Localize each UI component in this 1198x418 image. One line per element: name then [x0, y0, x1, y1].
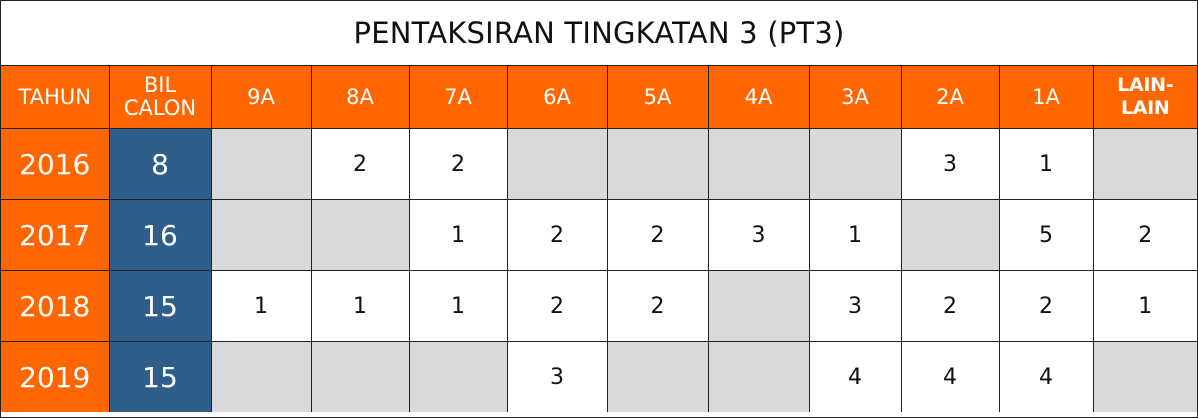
- empty-grade-cell: [1092, 128, 1197, 200]
- grade-count-cell: 2: [506, 199, 608, 271]
- grade-count-cell: 1: [998, 128, 1094, 200]
- grade-count-cell: 3: [506, 341, 608, 412]
- grade-count-cell: 1: [1092, 270, 1197, 342]
- header-grade: 1A: [998, 66, 1094, 129]
- year-cell: 2016: [1, 128, 110, 200]
- empty-grade-cell: [210, 199, 312, 271]
- header-grade: 6A: [506, 66, 608, 129]
- grade-count-cell: 3: [900, 128, 1000, 200]
- grade-count-cell: 1: [210, 270, 312, 342]
- empty-grade-cell: [808, 128, 902, 200]
- header-grade: 5A: [606, 66, 709, 129]
- grade-count-cell: 1: [408, 270, 508, 342]
- candidates-cell: 15: [108, 341, 212, 412]
- grade-count-cell: 1: [310, 270, 410, 342]
- year-cell: 2019: [1, 341, 110, 412]
- grade-count-cell: 2: [310, 128, 410, 200]
- year-cell: 2018: [1, 270, 110, 342]
- grade-count-cell: 3: [808, 270, 902, 342]
- header-grade: 3A: [808, 66, 902, 129]
- grade-count-cell: 2: [1092, 199, 1197, 271]
- header-grade: 7A: [408, 66, 508, 129]
- year-cell: 2017: [1, 199, 110, 271]
- grade-count-cell: 3: [707, 199, 810, 271]
- empty-grade-cell: [408, 341, 508, 412]
- header-grade: 2A: [900, 66, 1000, 129]
- results-table: TAHUN BIL CALON 9A 8A 7A 6A 5A 4A 3A 2A …: [1, 66, 1197, 412]
- grade-count-cell: 4: [900, 341, 1000, 412]
- candidates-cell: 16: [108, 199, 212, 271]
- header-year: TAHUN: [1, 66, 110, 129]
- empty-grade-cell: [310, 199, 410, 271]
- grade-count-cell: 2: [606, 199, 709, 271]
- empty-grade-cell: [506, 128, 608, 200]
- header-grade: 8A: [310, 66, 410, 129]
- empty-grade-cell: [707, 128, 810, 200]
- grade-count-cell: 4: [998, 341, 1094, 412]
- header-row: TAHUN BIL CALON 9A 8A 7A 6A 5A 4A 3A 2A …: [1, 66, 1197, 129]
- grade-count-cell: 2: [606, 270, 709, 342]
- grade-count-cell: 4: [808, 341, 902, 412]
- empty-grade-cell: [1092, 341, 1197, 412]
- grade-count-cell: 2: [900, 270, 1000, 342]
- grade-count-cell: 2: [506, 270, 608, 342]
- header-grade: 9A: [210, 66, 312, 129]
- grade-count-cell: 1: [408, 199, 508, 271]
- grade-count-cell: 1: [808, 199, 902, 271]
- header-candidates: BIL CALON: [108, 66, 212, 129]
- candidates-cell: 15: [108, 270, 212, 342]
- empty-grade-cell: [210, 341, 312, 412]
- table-title: PENTAKSIRAN TINGKATAN 3 (PT3): [1, 1, 1197, 66]
- header-candidates-line1: BIL: [143, 73, 177, 97]
- empty-grade-cell: [210, 128, 312, 200]
- grade-count-cell: 2: [998, 270, 1094, 342]
- empty-grade-cell: [900, 199, 1000, 271]
- empty-grade-cell: [707, 341, 810, 412]
- header-grade: 4A: [707, 66, 810, 129]
- empty-grade-cell: [310, 341, 410, 412]
- empty-grade-cell: [707, 270, 810, 342]
- grade-count-cell: 5: [998, 199, 1094, 271]
- empty-grade-cell: [606, 341, 709, 412]
- header-candidates-line2: CALON: [123, 96, 197, 120]
- header-grade: LAIN-LAIN: [1092, 66, 1197, 129]
- candidates-cell: 8: [108, 128, 212, 200]
- empty-grade-cell: [606, 128, 709, 200]
- grade-count-cell: 2: [408, 128, 508, 200]
